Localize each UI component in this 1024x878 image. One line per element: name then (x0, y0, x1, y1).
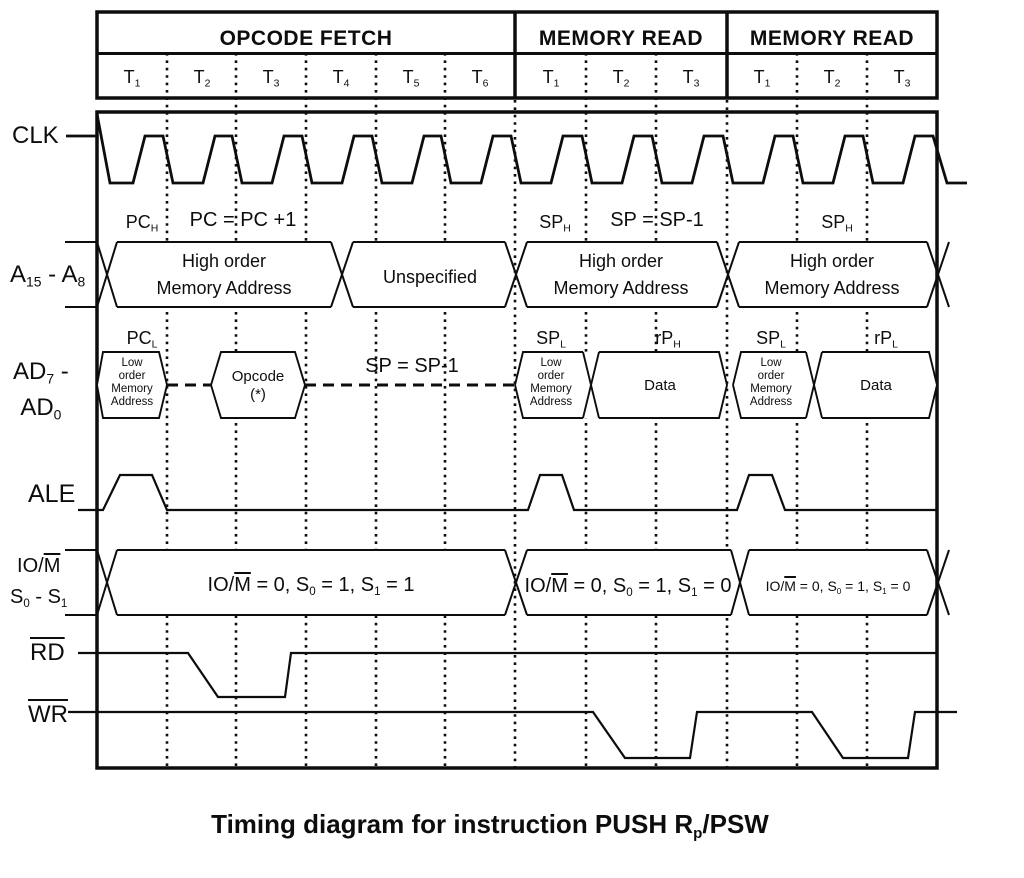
tstate-label: T3 (893, 67, 911, 90)
annotation-sph-1: SPH (539, 212, 571, 235)
bus-a15a8-unspecified: Unspecified (382, 267, 478, 287)
tstate-label: T1 (123, 67, 141, 90)
annotation-rph: rPH (655, 328, 681, 351)
signal-label-rd: RD (30, 639, 65, 666)
annotation-sph-2: SPH (821, 212, 853, 235)
annotation-pch: PCH (125, 212, 159, 235)
annotation-sp-decrement-ad: SP = SP-1 (365, 355, 459, 377)
annotation-sp-decrement: SP = SP-1 (610, 209, 704, 231)
signal-label-ale: ALE (28, 480, 76, 508)
cycle-header-memory-read-1: MEMORY READ (538, 27, 704, 50)
bus-ad-data-1: Data (644, 377, 676, 394)
signal-label-wr: WR (28, 701, 68, 728)
annotation-spl-1: SPL (536, 328, 566, 351)
header-table-grid (95, 10, 939, 100)
signal-label-ad7-ad0: AD7 -AD0 (13, 358, 69, 423)
tstate-label: T2 (612, 67, 630, 90)
bus-iom-status-1: IO/M = 0, S0 = 1, S1 = 1 (207, 574, 415, 598)
tstate-label: T1 (753, 67, 771, 90)
iom-status-bus (65, 549, 950, 616)
clk-waveform (66, 113, 967, 185)
wr-waveform (68, 710, 957, 760)
annotation-pcl: PCL (126, 328, 158, 351)
tstate-label: T2 (193, 67, 211, 90)
cycle-header-opcode-fetch: OPCODE FETCH (219, 27, 393, 50)
plot-border (95, 110, 939, 770)
tstate-label: T5 (402, 67, 420, 90)
tstate-label: T4 (332, 67, 350, 90)
rd-waveform (78, 651, 937, 699)
ad-bus (96, 351, 938, 419)
bus-iom-status-2: IO/M = 0, S0 = 1, S1 = 0 (524, 575, 732, 599)
annotation-spl-2: SPL (756, 328, 786, 351)
tstate-label: T1 (542, 67, 560, 90)
tstate-label: T3 (262, 67, 280, 90)
tstate-label: T3 (682, 67, 700, 90)
bus-ad-opcode: Opcode(*) (231, 368, 285, 403)
tstate-label: T6 (471, 67, 489, 90)
signal-label-clk: CLK (12, 122, 59, 149)
bus-iom-status-3: IO/M = 0, S0 = 1, S1 = 0 (765, 578, 911, 596)
annotation-rpl: rPL (874, 328, 898, 351)
annotation-pc-increment: PC = PC +1 (189, 209, 297, 231)
signal-label-a15-a8: A15 - A8 (10, 261, 86, 290)
a15a8-bus (65, 241, 950, 308)
cycle-header-memory-read-2: MEMORY READ (749, 27, 915, 50)
tstate-label: T2 (823, 67, 841, 90)
ale-waveform (78, 473, 937, 512)
diagram-caption: Timing diagram for instruction PUSH Rp/P… (211, 809, 769, 843)
bus-ad-data-2: Data (860, 377, 892, 394)
